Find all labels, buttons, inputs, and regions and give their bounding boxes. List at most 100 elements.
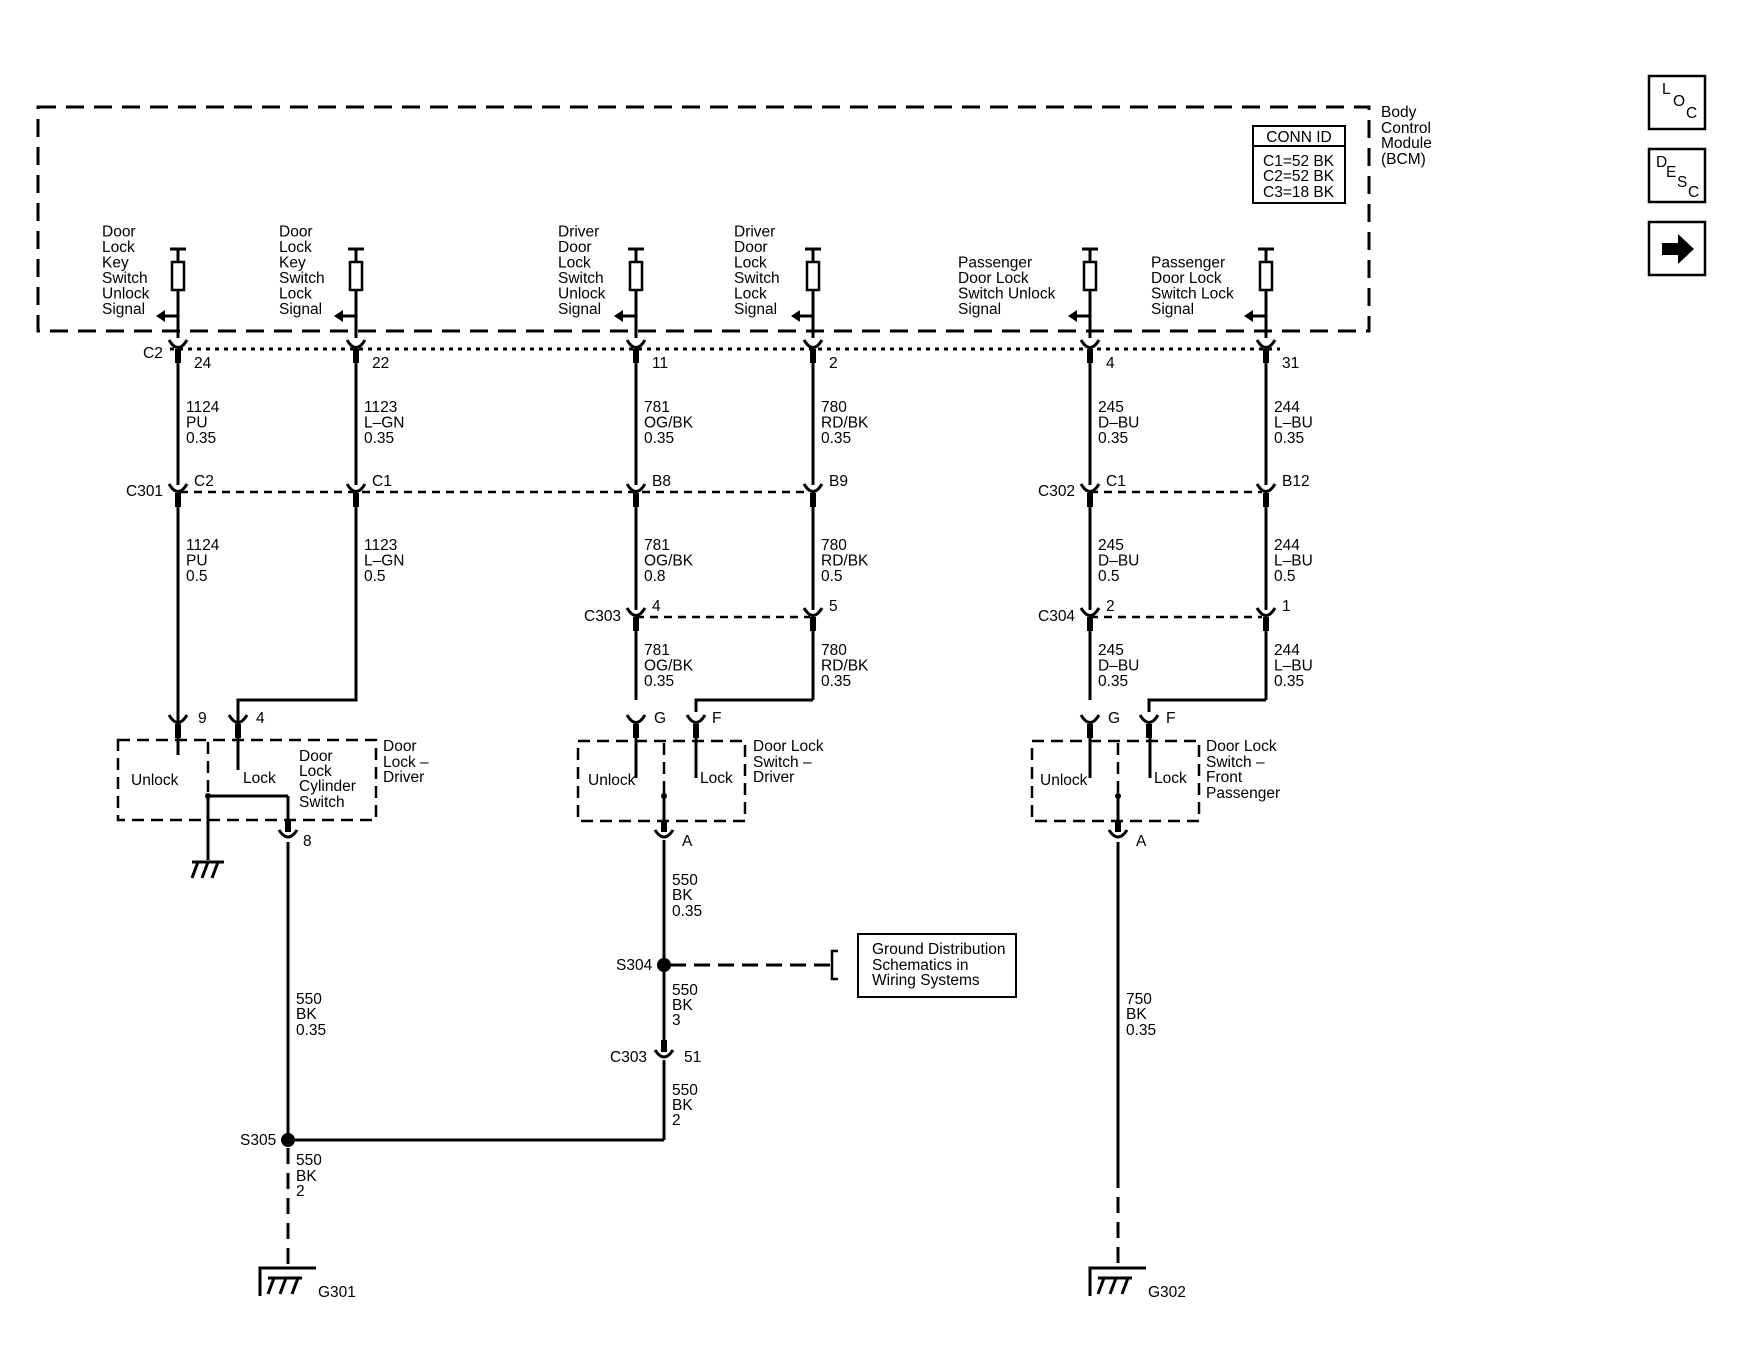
ground-g301-icon (258, 1266, 316, 1296)
connector-pin-body (175, 349, 181, 363)
wire-label: 780 (821, 399, 847, 416)
connector-pin (345, 339, 367, 349)
connector-pin (167, 483, 189, 493)
connector-pin-body (1263, 617, 1269, 631)
wire-label: 781 (644, 642, 670, 659)
wire-label: 244 (1274, 399, 1300, 416)
pin-label: A (682, 833, 693, 850)
splice-s304 (657, 958, 671, 972)
connector-pin (1255, 483, 1277, 493)
resistor-icon (805, 260, 821, 292)
contact-label: Unlock (1040, 772, 1088, 789)
pin-label: B9 (829, 473, 848, 490)
signal-label: Door (558, 239, 592, 256)
component-name: Door Lock (1206, 738, 1277, 755)
wire-label: 244 (1274, 642, 1300, 659)
pin-label: F (1166, 710, 1175, 727)
pin-label: 4 (256, 710, 265, 727)
contact-label: Lock (700, 770, 733, 787)
reference-label: Wiring Systems (872, 972, 980, 989)
wire-label: 0.35 (1274, 430, 1304, 447)
pin-label: 24 (194, 355, 212, 372)
signal-label: Signal (102, 301, 145, 318)
component-name: Driver (383, 769, 424, 786)
signal-label: Switch (558, 270, 604, 287)
wire-label: BK (1126, 1006, 1147, 1023)
wire-label: 2 (672, 1112, 681, 1129)
signal-label: Signal (958, 301, 1001, 318)
signal-label: Switch (102, 270, 148, 287)
signal-arrow-head (1068, 310, 1077, 322)
signal-arrow-head (791, 310, 800, 322)
component-name: Door Lock (753, 738, 824, 755)
pin-label: B12 (1282, 473, 1310, 490)
signal-label: Signal (279, 301, 322, 318)
signal-label: Switch (279, 270, 325, 287)
next-page-button[interactable] (1647, 220, 1707, 277)
wire-label: 0.35 (644, 430, 674, 447)
wire-label: 0.35 (186, 430, 216, 447)
connector-pin-body (1087, 493, 1093, 507)
door-lock-switch-passenger: G F Unlock Lock Door Lock Switch – Front… (1030, 710, 1280, 850)
wire-label: 0.5 (821, 568, 843, 585)
connector-label: C304 (1038, 608, 1075, 625)
reference-label: Schematics in (872, 957, 968, 974)
wire-label: 0.35 (821, 430, 851, 447)
component-name: Driver (753, 769, 794, 786)
signal-arrow-head (614, 310, 623, 322)
splice-label: S304 (616, 957, 653, 974)
signal-label: Passenger (1151, 255, 1225, 272)
door-lock-switch-driver: G F Unlock Lock Door Lock Switch – Drive… (576, 710, 824, 850)
signal-label: Passenger (958, 255, 1032, 272)
connector-pin-body (353, 493, 359, 507)
loc-button[interactable]: L O C (1647, 74, 1707, 131)
signal-arrow-head (334, 310, 343, 322)
connector-pin (625, 483, 647, 493)
pin-label: 9 (198, 710, 207, 727)
wire-label: 550 (296, 1152, 322, 1169)
wire-label: D–BU (1098, 415, 1139, 432)
connector-pin-body (633, 349, 639, 363)
wire-label: 0.5 (186, 568, 208, 585)
desc-letter: D (1656, 154, 1667, 171)
wire-label: RD/BK (821, 658, 869, 675)
connector-pin-body (1263, 493, 1269, 507)
pin-label: 31 (1282, 355, 1299, 372)
wire-label: 0.35 (1126, 1022, 1156, 1039)
pin-label: 1 (1282, 598, 1291, 615)
connector-label: C302 (1038, 483, 1075, 500)
wire-label: 1123 (364, 537, 397, 554)
wire-label: OG/BK (644, 415, 694, 432)
wire-label: RD/BK (821, 553, 869, 570)
pin-label: F (712, 710, 721, 727)
wire-label: L–BU (1274, 415, 1313, 432)
wire-label: BK (672, 1097, 693, 1114)
wire-label: L–GN (364, 553, 405, 570)
component-label: Door (299, 748, 333, 765)
connector-pin-body (1263, 349, 1269, 363)
bcm-title-line: Module (1381, 135, 1432, 152)
wire-label: 244 (1274, 537, 1300, 554)
signal-label: Driver (734, 224, 775, 241)
bcm-connector-label: C2 (143, 345, 163, 362)
pin-label: 8 (303, 833, 312, 850)
resistor-icon (628, 260, 644, 292)
conn-id-line: C3=18 BK (1263, 184, 1335, 201)
loc-letter: O (1673, 93, 1685, 110)
signal-arrow-head (1244, 310, 1253, 322)
desc-button[interactable]: D E S C (1647, 147, 1707, 204)
connector-pin-body (633, 493, 639, 507)
connector-pin (685, 714, 707, 724)
wire-label: 0.35 (821, 673, 851, 690)
pin-label: 4 (652, 598, 661, 615)
wire-label: L–BU (1274, 553, 1313, 570)
pin-label: A (1136, 833, 1147, 850)
component-label: Cylinder (299, 778, 356, 795)
wire-segment (1147, 698, 1266, 712)
connector-pin-body (353, 349, 359, 363)
connector-pin (1255, 339, 1277, 349)
component-name: Lock – (383, 754, 429, 771)
signal-label: Switch Lock (1151, 286, 1234, 303)
signal-label: Lock (102, 239, 135, 256)
